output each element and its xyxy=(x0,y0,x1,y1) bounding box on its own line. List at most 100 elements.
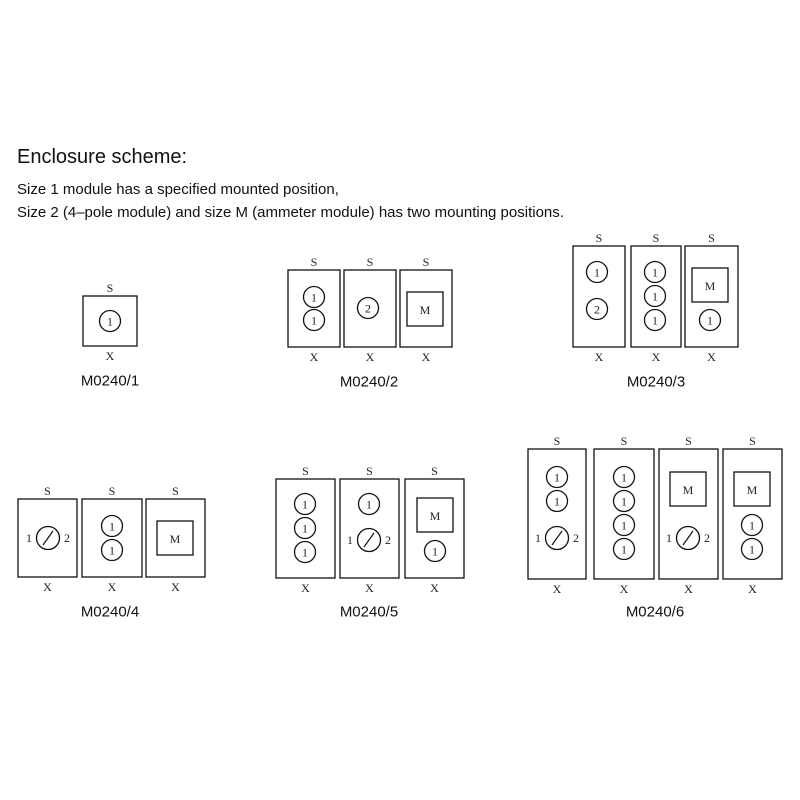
module-size-1: 1 xyxy=(98,309,122,333)
ammeter-label: M xyxy=(170,532,181,546)
module-circle xyxy=(612,537,636,561)
module-circle xyxy=(356,296,380,320)
enclosure-label: M0240/6 xyxy=(626,604,684,621)
module-size-1: 1 xyxy=(100,514,124,538)
switch-left-label: 1 xyxy=(347,533,353,547)
edge-label-top: S xyxy=(302,464,309,478)
enclosure-cell: S X M 1 xyxy=(404,464,465,595)
module-label: 1 xyxy=(311,291,317,305)
cell-box xyxy=(658,448,719,580)
module-size-1: 1 xyxy=(643,308,667,332)
edge-label-bottom: X xyxy=(430,581,439,595)
edge-label-bottom: X xyxy=(310,350,319,364)
switch-slash xyxy=(551,530,563,546)
enclosure-cell: S X 1 xyxy=(82,281,138,363)
module-label: 1 xyxy=(302,498,308,512)
ammeter-module: M xyxy=(406,291,444,327)
module-circle xyxy=(612,465,636,489)
module-size-1: 1 xyxy=(612,465,636,489)
edge-label-top: S xyxy=(431,464,438,478)
module-label: 1 xyxy=(652,290,658,304)
ammeter-label: M xyxy=(683,483,694,497)
module-label: 1 xyxy=(311,314,317,328)
ammeter-module: M xyxy=(416,497,454,533)
edge-label-bottom: X xyxy=(652,350,661,364)
switch-left-label: 1 xyxy=(26,531,32,545)
edge-label-top: S xyxy=(653,231,660,245)
ammeter-box xyxy=(156,520,194,556)
edge-label-bottom: X xyxy=(365,581,374,595)
module-circle xyxy=(612,513,636,537)
switch-left-label: 1 xyxy=(666,531,672,545)
enclosure-cell: SX2 xyxy=(343,255,397,364)
edge-label-bottom: X xyxy=(301,581,310,595)
enclosure-label: M0240/1 xyxy=(81,373,139,390)
description-line-1: Size 1 module has a specified mounted po… xyxy=(17,181,339,198)
module-circle xyxy=(740,513,764,537)
edge-label-bottom: X xyxy=(106,349,115,363)
module-circle xyxy=(612,489,636,513)
module-size-1: 1 xyxy=(740,537,764,561)
switch-slash xyxy=(682,530,694,546)
module-circle xyxy=(585,297,609,321)
module-label: 1 xyxy=(749,543,755,557)
module-size-2: 2 xyxy=(356,296,380,320)
module-label: 1 xyxy=(621,519,627,533)
edge-label-bottom: X xyxy=(707,350,716,364)
edge-label-bottom: X xyxy=(595,350,604,364)
edge-label-bottom: X xyxy=(171,580,180,594)
module-circle xyxy=(357,492,381,516)
page-title: Enclosure scheme: xyxy=(17,146,188,168)
enclosure-label: M0240/2 xyxy=(340,374,398,391)
ammeter-label: M xyxy=(705,279,716,293)
module-label: 1 xyxy=(554,495,560,509)
ammeter-box xyxy=(669,471,707,507)
module-size-1: 1 xyxy=(423,539,447,563)
module-size-1: 1 xyxy=(302,285,326,309)
module-circle xyxy=(293,492,317,516)
module-size-1: 1 xyxy=(293,516,317,540)
enclosure-cell: S X M xyxy=(145,484,206,594)
module-label: 1 xyxy=(594,266,600,280)
cell-box xyxy=(287,269,341,348)
enclosure-label: M0240/3 xyxy=(627,374,685,391)
ammeter-box xyxy=(416,497,454,533)
module-size-1: 1 xyxy=(643,260,667,284)
edge-label-top: S xyxy=(109,484,116,498)
edge-label-top: S xyxy=(621,434,628,448)
edge-label-top: S xyxy=(367,255,374,269)
edge-label-top: S xyxy=(423,255,430,269)
edge-label-bottom: X xyxy=(422,350,431,364)
module-circle xyxy=(545,489,569,513)
edge-label-top: S xyxy=(44,484,51,498)
module-label: 1 xyxy=(109,520,115,534)
module-size-1: 1 xyxy=(293,540,317,564)
module-label: 1 xyxy=(749,519,755,533)
module-size-1: 1 xyxy=(698,308,722,332)
switch-left-label: 1 xyxy=(535,531,541,545)
edge-label-top: S xyxy=(107,281,114,295)
module-circle xyxy=(698,308,722,332)
ammeter-module: M xyxy=(669,471,707,507)
module-label: 1 xyxy=(107,315,113,329)
ammeter-label: M xyxy=(747,483,758,497)
module-size-1: 1 xyxy=(585,260,609,284)
edge-label-top: S xyxy=(172,484,179,498)
module-label: 1 xyxy=(366,498,372,512)
module-circle xyxy=(423,539,447,563)
ammeter-label: M xyxy=(430,509,441,523)
module-size-1: 1 xyxy=(612,513,636,537)
module-circle xyxy=(643,284,667,308)
module-circle xyxy=(98,309,122,333)
switch-right-label: 2 xyxy=(64,531,70,545)
